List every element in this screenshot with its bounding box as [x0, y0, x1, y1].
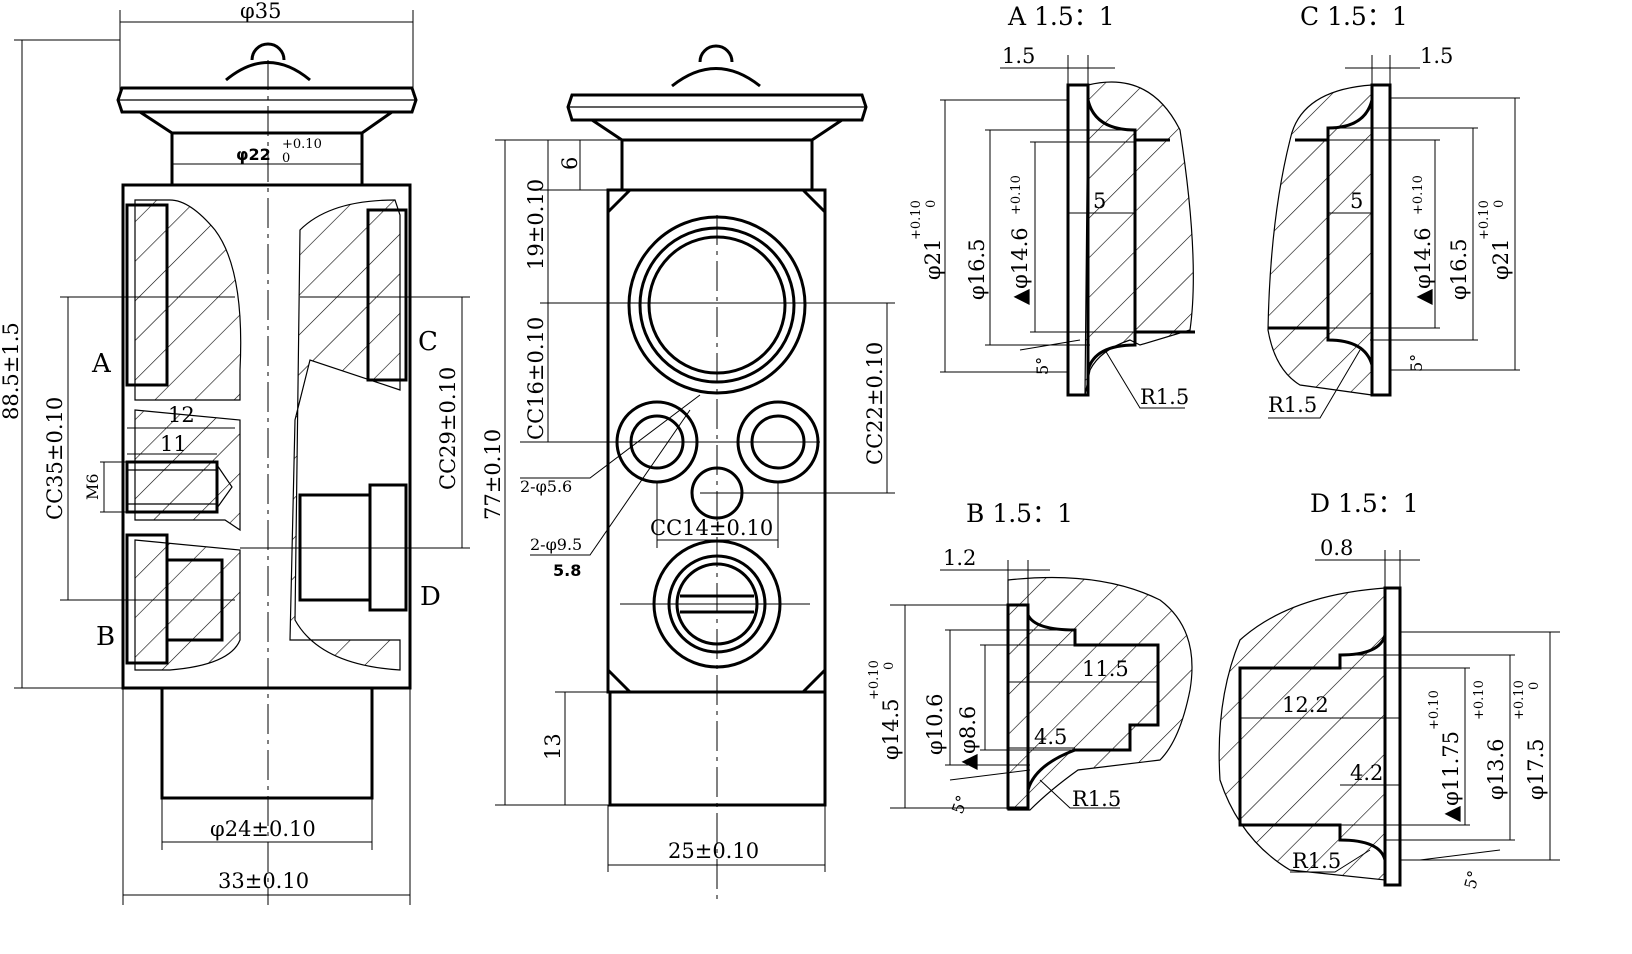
detail-c-dim-1: 1.5 [1420, 44, 1453, 68]
tol-lower: 0 [282, 151, 290, 166]
svg-text:+0.10: +0.10 [1009, 175, 1024, 215]
detail-b-depth-long: 11.5 [1082, 657, 1129, 681]
dim-holes-small: 2-φ5.6 [520, 477, 572, 496]
detail-b-depth-short: 4.5 [1034, 725, 1067, 749]
detail-d-dia-outer: φ17.5 [1524, 739, 1548, 800]
detail-b-dia-mid: φ10.6 [923, 694, 947, 755]
dim-12: 12 [168, 403, 195, 427]
detail-a-radius: R1.5 [1140, 385, 1189, 409]
dim-11: 11 [160, 432, 187, 456]
dim-dia-top: φ35 [240, 0, 281, 23]
dim-front-width: 25±0.10 [668, 839, 759, 863]
hatch-cd [289, 199, 401, 671]
svg-text:+0.10: +0.10 [1472, 680, 1487, 720]
dim-dia-neck: φ22 [236, 145, 271, 164]
detail-c-dia-outer: φ21 [1489, 239, 1513, 280]
svg-text:+0.10: +0.10 [1427, 690, 1442, 730]
hatch-b [134, 539, 241, 671]
detail-a-dia-mid: φ16.5 [965, 239, 989, 300]
detail-c-title: C 1.5：1 [1300, 2, 1408, 31]
dim-19: 19±0.10 [524, 179, 548, 270]
detail-d-radius: R1.5 [1292, 849, 1341, 873]
dim-front-height: 77±0.10 [481, 429, 505, 520]
detail-a-dia-outer: φ21 [921, 239, 945, 280]
detail-a-title: A 1.5：1 [1007, 2, 1115, 31]
detail-d-depth-long: 12.2 [1282, 693, 1329, 717]
detail-d-title: D 1.5：1 [1310, 489, 1419, 518]
detail-b-tol-upper: +0.10 [867, 660, 882, 700]
dim-cc-14: CC14±0.10 [650, 516, 773, 540]
detail-c-angle: 5° [1407, 354, 1426, 372]
dim-cc-cd: CC29±0.10 [436, 367, 460, 490]
detail-d-dia-mid: φ13.6 [1484, 739, 1508, 800]
detail-b: B 1.5：1 1.2 φ14.5 +0.10 0 φ10.6 ▲φ8.6 11… [867, 499, 1193, 817]
left-section-view: φ35 φ22 +0.10 0 88.5±1.5 CC35±0.10 CC29±… [0, 0, 470, 905]
dim-width: 33±0.10 [218, 869, 309, 893]
dim-dia-stem: φ24±0.10 [210, 817, 316, 841]
detail-a-tol-upper: +0.10 [909, 200, 924, 240]
detail-c-radius: R1.5 [1268, 393, 1317, 417]
thread-hole [125, 460, 219, 514]
detail-a-angle: 5° [1033, 357, 1052, 375]
dim-cc-ab: CC35±0.10 [43, 397, 67, 520]
detail-b-angle: 5° [948, 793, 972, 817]
detail-a-dia-inner: ▲φ14.6 [1008, 227, 1032, 305]
detail-a-dim-1: 1.5 [1002, 44, 1035, 68]
detail-c-tol-upper: +0.10 [1477, 200, 1492, 240]
detail-c: C 1.5：1 1.5 5 ▲φ14.6 +0.10 φ16.5 φ21 +0.… [1267, 2, 1520, 419]
detail-a-depth: 5 [1093, 189, 1106, 213]
dim-holes-large: 2-φ9.5 [530, 535, 582, 554]
label-port-a: A [91, 349, 112, 379]
detail-b-tol-lower: 0 [882, 662, 897, 670]
detail-a: A 1.5：1 1.5 φ21 +0.10 0 φ16.5 ▲φ14.6 +0.… [909, 2, 1195, 409]
detail-d-angle: 5° [1461, 869, 1484, 891]
label-port-c: C [418, 327, 438, 357]
detail-c-depth: 5 [1350, 189, 1363, 213]
detail-d-dim-1: 0.8 [1320, 536, 1353, 560]
detail-b-title: B 1.5：1 [966, 499, 1073, 528]
detail-d-depth-short: 4.2 [1350, 761, 1383, 785]
dim-height: 88.5±1.5 [0, 322, 23, 420]
dim-cc-22: CC22±0.10 [863, 342, 887, 465]
detail-d: D 1.5：1 0.8 12.2 4.2 ▲φ11.75 +0.10 φ13.6… [1218, 489, 1560, 891]
stem [160, 686, 374, 800]
detail-b-dia-inner: ▲φ8.6 [956, 706, 980, 770]
svg-text:+0.10: +0.10 [1411, 175, 1426, 215]
dim-thread: M6 [83, 473, 102, 500]
detail-b-dim-1: 1.2 [943, 546, 976, 570]
dim-6: 6 [558, 157, 582, 170]
detail-c-dia-mid: φ16.5 [1447, 239, 1471, 300]
front-view: 6 19±0.10 CC16±0.10 77±0.10 CC22±0.10 13… [481, 44, 895, 900]
dim-13: 13 [541, 733, 565, 760]
dim-depth: 5.8 [553, 561, 581, 580]
dim-cc-16: CC16±0.10 [524, 317, 548, 440]
detail-b-dia-outer: φ14.5 [879, 699, 903, 760]
detail-c-tol-lower: 0 [1492, 200, 1507, 208]
detail-b-radius: R1.5 [1072, 787, 1121, 811]
tol-upper: +0.10 [282, 137, 322, 152]
detail-c-dia-inner: ▲φ14.6 [1411, 227, 1435, 305]
detail-a-tol-lower: 0 [924, 200, 939, 208]
label-port-b: B [96, 622, 115, 652]
detail-d-tol-lower: 0 [1527, 682, 1542, 690]
label-port-d: D [420, 582, 441, 612]
detail-d-dia-inner: ▲φ11.75 [1439, 731, 1463, 822]
detail-d-tol-upper: +0.10 [1512, 680, 1527, 720]
hatch-a [134, 199, 242, 401]
